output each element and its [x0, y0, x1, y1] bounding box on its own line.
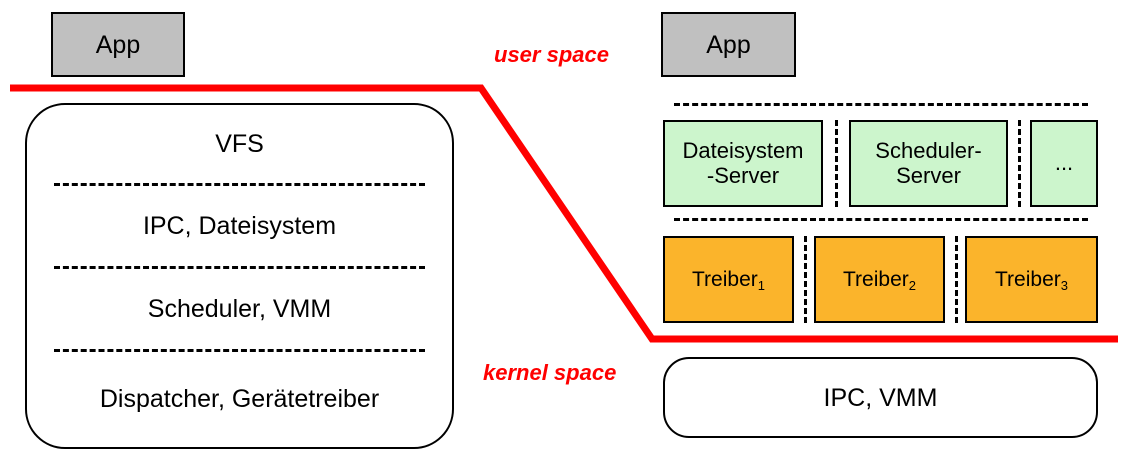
server-label: Dateisystem -Server: [682, 137, 804, 188]
server-label-line2: -Server: [706, 162, 780, 188]
server-label: Scheduler- Server: [875, 137, 982, 188]
microkernel-label: IPC, VMM: [823, 383, 938, 412]
server-label-line1: Scheduler-: [875, 137, 982, 163]
driver-box-1: Treiber1: [663, 236, 794, 323]
driver-name: Treiber: [995, 267, 1061, 291]
left-app-label: App: [95, 30, 141, 59]
right-app-box: App: [661, 12, 796, 77]
user-space-label: user space: [494, 42, 609, 67]
driver-label: Treiber2: [843, 267, 916, 294]
server-row-bottom-divider: [674, 218, 1088, 221]
monolithic-kernel-box: VFS IPC, Dateisystem Scheduler, VMM Disp…: [25, 103, 454, 449]
kernel-space-label: kernel space: [483, 360, 617, 385]
server-row-top-divider: [674, 103, 1088, 106]
driver-separator-1: [804, 236, 807, 323]
kernel-layer-dispatcher-geraetetreiber: Dispatcher, Gerätetreiber: [27, 352, 452, 447]
kernel-layer-label: Scheduler, VMM: [147, 294, 332, 323]
driver-index: 3: [1060, 278, 1068, 294]
kernel-layer-label: IPC, Dateisystem: [142, 211, 337, 240]
driver-index: 1: [757, 278, 765, 294]
server-separator-1: [835, 120, 838, 207]
microkernel-box: IPC, VMM: [663, 357, 1098, 438]
server-box-scheduler: Scheduler- Server: [849, 120, 1008, 207]
kernel-layer-label: VFS: [215, 129, 264, 158]
server-box-more: ...: [1030, 120, 1098, 207]
driver-box-2: Treiber2: [814, 236, 945, 323]
driver-box-3: Treiber3: [965, 236, 1098, 323]
right-app-label: App: [706, 30, 751, 59]
driver-name: Treiber: [692, 267, 758, 291]
server-separator-2: [1018, 120, 1021, 207]
server-label-line1: ...: [1054, 150, 1074, 176]
server-box-dateisystem: Dateisystem -Server: [663, 120, 823, 207]
kernel-layer-ipc-dateisystem: IPC, Dateisystem: [27, 186, 452, 266]
kernel-layer-scheduler-vmm: Scheduler, VMM: [27, 269, 452, 349]
server-label-line2: Server: [896, 162, 961, 188]
kernel-layer-label: Dispatcher, Gerätetreiber: [99, 385, 380, 413]
kernel-layer-divider-3: [54, 349, 425, 352]
server-label-line1: Dateisystem: [682, 137, 804, 163]
driver-index: 2: [908, 278, 916, 294]
left-app-box: App: [51, 12, 185, 77]
driver-separator-2: [955, 236, 958, 323]
driver-name: Treiber: [843, 267, 909, 291]
driver-label: Treiber3: [995, 267, 1068, 294]
driver-label: Treiber1: [692, 267, 765, 294]
kernel-layer-vfs: VFS: [27, 105, 452, 183]
